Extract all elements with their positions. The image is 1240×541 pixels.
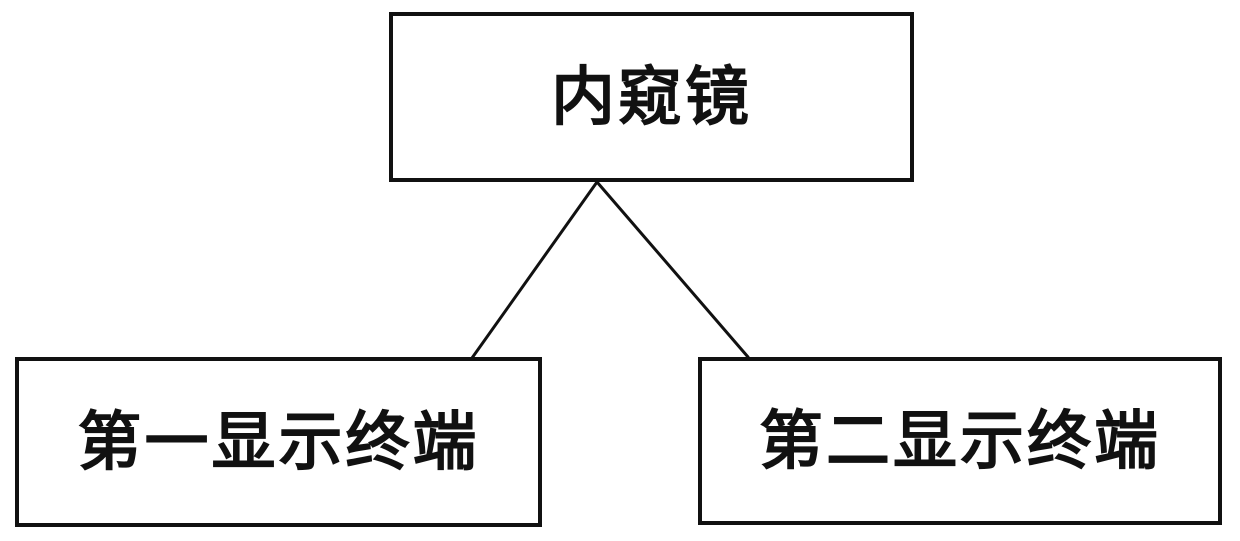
node-second-display-terminal: 第二显示终端 [698, 357, 1222, 525]
node-first-display-terminal-label: 第一显示终端 [77, 406, 480, 478]
edge-endoscope-to-first-terminal [470, 180, 599, 360]
node-endoscope-label: 内窥镜 [551, 61, 752, 133]
node-first-display-terminal: 第一显示终端 [15, 357, 542, 527]
node-endoscope: 内窥镜 [389, 12, 914, 182]
edge-endoscope-to-second-terminal [595, 180, 750, 359]
node-second-display-terminal-label: 第二显示终端 [759, 405, 1161, 477]
